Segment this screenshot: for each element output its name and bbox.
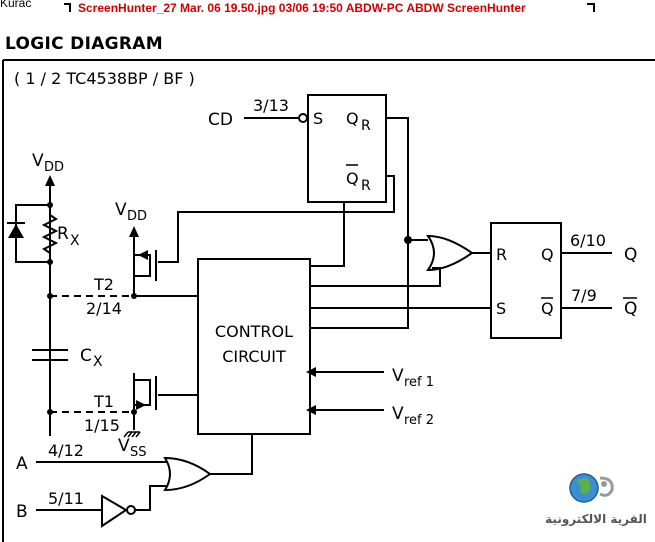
cd-inversion-bubble <box>298 113 308 123</box>
b-label: B <box>16 502 28 522</box>
or-gate-right <box>426 234 474 272</box>
qr-wire <box>310 117 409 329</box>
diagram-frame <box>2 59 655 542</box>
q-output-label: Q <box>624 245 637 265</box>
vss-sub: SS <box>130 445 147 460</box>
screenshot-caption: ScreenHunter_27 Mar. 06 19.50.jpg 03/06 … <box>78 1 526 15</box>
qbar-output-label: Q <box>624 299 637 319</box>
corner-mark-right <box>587 3 595 12</box>
diode-symbol <box>8 224 24 238</box>
rx-sub: X <box>70 233 80 249</box>
control-line1: CONTROL <box>215 322 293 341</box>
caption-left-fragment: Kurac <box>0 0 32 10</box>
t1-label: T1 <box>93 392 114 411</box>
cx-label: C <box>80 346 92 366</box>
rs-q-label: Q <box>541 245 554 264</box>
vref2-sub: ref 2 <box>404 413 434 428</box>
inverter-to-gate-wire <box>135 485 168 511</box>
vref1-label: V <box>392 366 404 386</box>
control-circuit-box <box>197 258 311 435</box>
qbar-pin-number: 7/9 <box>571 286 597 305</box>
rx-resistor <box>41 214 59 254</box>
sr-q-sub: R <box>361 118 371 134</box>
inverter-triangle <box>101 494 128 528</box>
vref1-sub: ref 1 <box>404 375 434 390</box>
t2-label: T2 <box>93 275 114 294</box>
t1-pin-number: 1/15 <box>84 416 120 435</box>
control-to-and-wire <box>210 434 253 475</box>
globe-icon <box>569 473 614 503</box>
vss-ground <box>123 431 141 438</box>
vdd-main-sub: DD <box>44 160 64 175</box>
sr-flipflop-box <box>307 94 387 203</box>
vdd-fet-sub: DD <box>127 209 147 224</box>
a-pin-number: 4/12 <box>48 441 84 460</box>
rs-s-label: S <box>496 299 506 318</box>
control-to-or-wire <box>310 267 441 287</box>
vdd-fet-arrow <box>129 226 139 237</box>
pmos-source-arrow <box>138 250 148 260</box>
a-label: A <box>16 454 28 474</box>
cd-pin-number: 3/13 <box>253 96 289 115</box>
vref2-arrowhead <box>306 405 316 415</box>
rs-r-label: R <box>496 245 507 264</box>
sr-s-label: S <box>313 109 323 128</box>
inverter-bubble <box>126 505 136 515</box>
nmos-source-arrow <box>136 400 146 410</box>
vdd-arrow <box>45 175 55 186</box>
q-pin-number: 6/10 <box>570 231 606 250</box>
subtitle: ( 1 / 2 TC4538BP / BF ) <box>14 69 195 88</box>
sr-qbar-label: Q <box>346 169 359 188</box>
rs-qbar-label: Q <box>541 299 554 318</box>
watermark-text: القرية الالكترونية <box>545 512 647 526</box>
vdd-main-label: V <box>32 151 44 171</box>
sr-qbar-sub: R <box>361 178 371 194</box>
b-pin-number: 5/11 <box>48 489 84 508</box>
input-or-gate <box>163 456 212 492</box>
t2-pin-number: 2/14 <box>86 299 122 318</box>
cx-sub: X <box>93 354 103 370</box>
screenshot-caption-bar: Kurac ScreenHunter_27 Mar. 06 19.50.jpg … <box>0 0 655 18</box>
diagram-title: LOGIC DIAGRAM <box>5 34 163 54</box>
sr-q-label: Q <box>346 109 359 128</box>
cd-label: CD <box>208 110 233 130</box>
vref1-arrowhead <box>306 367 316 377</box>
rs-flipflop-box <box>490 222 562 339</box>
rx-label: R <box>57 224 69 244</box>
qrbar-wire <box>158 175 395 263</box>
corner-mark-left <box>64 3 71 12</box>
watermark-logo: القرية الالكترونية <box>540 470 652 534</box>
control-line2: CIRCUIT <box>222 347 286 366</box>
sr-to-control-wire <box>310 202 345 267</box>
vdd-fet-label: V <box>115 200 127 220</box>
vss-label: V <box>118 436 130 456</box>
vref2-label: V <box>392 404 404 424</box>
